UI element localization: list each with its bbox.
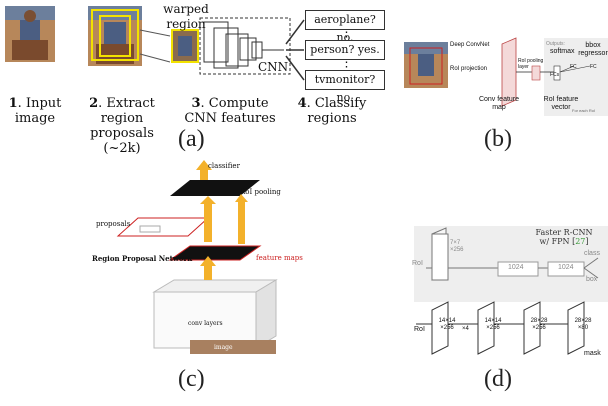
output-aeroplane: aeroplane? no.	[305, 10, 385, 44]
output-person: person? yes.	[305, 40, 385, 60]
bottom-b4-label: 28×28 ×80	[574, 318, 592, 331]
warped-region-label: warped region	[163, 2, 209, 31]
rpn-label: Region Proposal Network	[92, 254, 193, 263]
top-box-label: box	[586, 276, 598, 283]
step-1: 1. Input image	[4, 96, 66, 126]
panel-a: warped region CNN aeroplane? no. ⋮ perso…	[0, 0, 390, 160]
panel-b-graphic	[404, 37, 608, 116]
top-fc2-label: 1024	[558, 264, 574, 271]
for-each-roi-label: For each RoI	[572, 108, 596, 113]
panel-c: classifier RoI pooling proposals Region …	[90, 160, 320, 360]
step-3-num: 3	[191, 96, 201, 111]
step-3-text: . Compute CNN features	[184, 96, 276, 126]
bottom-roi-label: RoI	[414, 326, 425, 333]
roi-pooling-layer-label: RoI pooling layer	[518, 58, 544, 70]
bottom-b2-label: 14×14 ×256	[484, 318, 502, 331]
step-1-num: 1	[8, 96, 18, 111]
panel-b: Deep ConvNet RoI projection Conv feature…	[404, 36, 608, 120]
top-block-a-label: 7×7 ×256	[450, 240, 464, 253]
fc-label-1: FC	[570, 64, 577, 70]
softmax-label: softmax	[550, 48, 575, 55]
step-4: 4. Classify regions	[292, 96, 372, 126]
fpn-title-text: Faster R-CNN	[535, 228, 593, 237]
top-class-label: class	[584, 250, 600, 257]
fc-label-2: FC	[590, 64, 597, 70]
input-image	[5, 6, 55, 62]
feature-maps-label: feature maps	[256, 254, 303, 262]
top-fc1-label: 1024	[508, 264, 524, 271]
panel-c-graphic	[116, 160, 278, 354]
proposals-image	[88, 6, 142, 66]
conv-feature-map-label: Conv feature map	[478, 96, 520, 111]
roi-feature-vector-label: RoI feature vector	[543, 96, 579, 111]
fpn-title: Faster R-CNN w/ FPN [27]	[520, 228, 608, 246]
fpn-subtitle-ref: 27	[575, 237, 586, 246]
bottom-x4-label: ×4	[462, 326, 469, 332]
fcs-label: FCs	[550, 72, 560, 78]
roi-projection-label: RoI projection	[450, 66, 488, 72]
step-4-num: 4	[297, 96, 307, 111]
warped-region	[139, 29, 199, 63]
panel-a-graphic	[5, 6, 305, 81]
conv-layers-label: conv layers	[188, 320, 223, 327]
output-tvmonitor: tvmonitor? no.	[305, 70, 385, 104]
outputs-label: Outputs:	[546, 41, 565, 47]
fpn-subtitle-suffix: ]	[585, 237, 589, 246]
caption-d: (d)	[484, 366, 512, 392]
output-arrows	[285, 19, 305, 81]
caption-b: (b)	[484, 126, 512, 152]
step-2-text: . Extract region proposals (~2k)	[90, 96, 155, 156]
cnn-label: CNN	[258, 60, 289, 74]
deep-convnet-label: Deep ConvNet	[450, 42, 490, 48]
step-2-num: 2	[89, 96, 99, 111]
top-roi-label: RoI	[412, 260, 423, 267]
panel-d: Faster R-CNN w/ FPN [27] RoI 7×7 ×256 10…	[408, 224, 608, 364]
step-3: 3. Compute CNN features	[180, 96, 280, 126]
cnn-diagram	[199, 17, 291, 75]
step-4-text: . Classify regions	[306, 96, 367, 126]
caption-c: (c)	[178, 366, 205, 392]
step-1-text: . Input image	[14, 96, 62, 126]
classifier-label: classifier	[208, 162, 240, 170]
panel-d-graphic	[414, 226, 608, 355]
bottom-b3-label: 28×28 ×256	[530, 318, 548, 331]
bottom-b1-label: 14×14 ×256	[438, 318, 456, 331]
step-2: 2. Extract region proposals (~2k)	[72, 96, 172, 156]
proposals-label: proposals	[96, 220, 131, 228]
bbox-regressor-label: bbox regressor	[578, 42, 608, 57]
roi-pooling-label: RoI pooling	[240, 188, 281, 196]
bottom-mask-label: mask	[584, 350, 601, 357]
image-label: image	[214, 344, 233, 351]
fpn-subtitle-prefix: w/ FPN [	[539, 237, 576, 246]
caption-a: (a)	[178, 126, 205, 152]
flow-arrows	[196, 160, 248, 280]
